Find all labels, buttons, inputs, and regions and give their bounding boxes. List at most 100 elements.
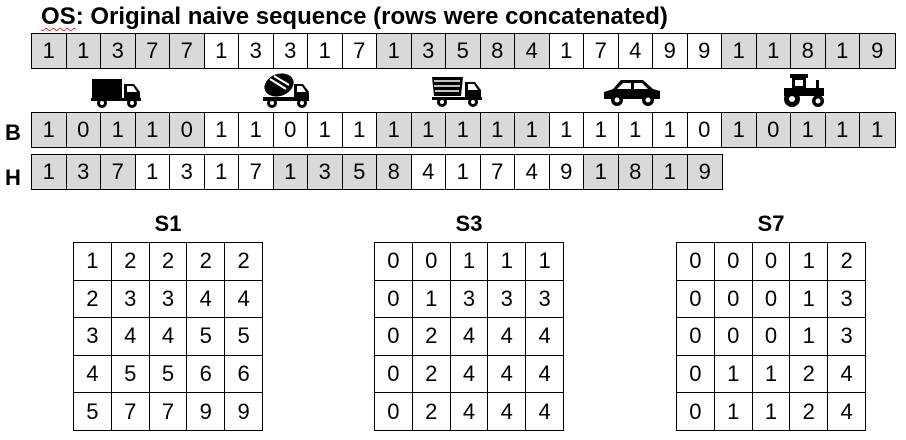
grid-cell: 4 bbox=[187, 280, 226, 319]
title-rest: : Original naive sequence (rows were con… bbox=[75, 3, 668, 30]
b-cell: 1 bbox=[480, 113, 515, 147]
os-cell: 1 bbox=[32, 34, 67, 68]
grid-cell: 0 bbox=[412, 243, 451, 281]
os-cell: 1 bbox=[756, 34, 791, 68]
grid-cell: 0 bbox=[375, 280, 413, 319]
grid-cell: 4 bbox=[111, 318, 150, 356]
h-cell: 1 bbox=[205, 155, 239, 189]
grid-cell: 3 bbox=[828, 318, 866, 356]
h-cell: 5 bbox=[342, 155, 377, 189]
os-cell: 7 bbox=[135, 34, 170, 68]
os-cell: 3 bbox=[411, 34, 446, 68]
grid-cell: 4 bbox=[526, 355, 564, 394]
grid-cell: 3 bbox=[526, 280, 564, 319]
grid-cell: 3 bbox=[149, 280, 188, 319]
b-cell: 1 bbox=[446, 113, 481, 147]
grid-cell: 5 bbox=[187, 318, 226, 356]
grid-cell: 5 bbox=[74, 393, 112, 431]
grid-cell: 2 bbox=[828, 243, 866, 281]
grid-cell: 0 bbox=[714, 243, 753, 281]
grid-cell: 4 bbox=[828, 355, 866, 394]
h-cell: 8 bbox=[618, 155, 653, 189]
car-icon bbox=[601, 77, 663, 112]
grid-cell: 1 bbox=[790, 280, 829, 319]
grid-cell: 4 bbox=[488, 393, 527, 431]
os-cell: 1 bbox=[722, 34, 757, 68]
os-cell: 9 bbox=[860, 34, 895, 68]
b-cell: 1 bbox=[377, 113, 412, 147]
grid-title-s7: S7 bbox=[757, 211, 785, 236]
grid-cell: 5 bbox=[225, 318, 263, 356]
grid-cell: 6 bbox=[225, 355, 263, 394]
grid-cell: 0 bbox=[714, 318, 753, 356]
h-cell: 4 bbox=[412, 155, 446, 189]
grid-cell: 1 bbox=[790, 318, 829, 356]
os-cell: 3 bbox=[274, 34, 308, 68]
page-title: OS: Original naive sequence (rows were c… bbox=[41, 2, 668, 32]
b-cell: 1 bbox=[550, 113, 584, 147]
row-label-b: B bbox=[5, 120, 21, 145]
dump-truck-icon bbox=[431, 74, 485, 113]
grid-cell: 0 bbox=[752, 280, 791, 319]
grid-cell: 2 bbox=[412, 355, 451, 394]
grid-cell: 0 bbox=[677, 393, 715, 431]
grid-cell: 1 bbox=[450, 243, 489, 281]
grid-cell: 0 bbox=[677, 355, 715, 394]
h-cell: 1 bbox=[32, 155, 67, 189]
h-cell: 3 bbox=[66, 155, 101, 189]
b-cell: 0 bbox=[756, 113, 791, 147]
b-cell: 0 bbox=[170, 113, 205, 147]
b-cell: 1 bbox=[584, 113, 619, 147]
grid-cell: 2 bbox=[412, 318, 451, 356]
grid-cell: 0 bbox=[375, 318, 413, 356]
h-cell: 7 bbox=[239, 155, 274, 189]
b-cell: 1 bbox=[791, 113, 826, 147]
os-cell: 3 bbox=[101, 34, 136, 68]
grid-cell: 4 bbox=[828, 393, 866, 431]
h-cell: 1 bbox=[136, 155, 170, 189]
grid-cell: 2 bbox=[111, 243, 150, 281]
h-cell: 4 bbox=[515, 155, 550, 189]
h-cell: 9 bbox=[550, 155, 584, 189]
h-cell: 9 bbox=[687, 155, 722, 189]
os-cell: 3 bbox=[239, 34, 274, 68]
b-cell: 0 bbox=[66, 113, 101, 147]
os-cell: 1 bbox=[308, 34, 343, 68]
b-cell: 0 bbox=[274, 113, 308, 147]
h-cell: 1 bbox=[446, 155, 481, 189]
b-cell: 1 bbox=[343, 113, 377, 147]
grid-cell: 0 bbox=[375, 355, 413, 394]
grid-cell: 1 bbox=[488, 243, 527, 281]
grid-cell: 6 bbox=[187, 355, 226, 394]
h-cell: 7 bbox=[481, 155, 515, 189]
tractor-icon bbox=[780, 72, 828, 113]
grid-cell: 2 bbox=[225, 243, 263, 281]
grid-cell: 4 bbox=[526, 393, 564, 431]
grid-cell: 1 bbox=[526, 243, 564, 281]
h-cell: 8 bbox=[377, 155, 412, 189]
grid-cell: 9 bbox=[187, 393, 226, 431]
grid-cell: 2 bbox=[149, 243, 188, 281]
grid-title-s1: S1 bbox=[154, 211, 182, 236]
grid-cell: 2 bbox=[74, 280, 112, 319]
b-cell: 0 bbox=[688, 113, 722, 147]
grid-cell: 2 bbox=[790, 355, 829, 394]
grid-cell: 1 bbox=[714, 393, 753, 431]
grid-cell: 0 bbox=[677, 243, 715, 281]
os-cell: 7 bbox=[170, 34, 205, 68]
grid-cell: 1 bbox=[412, 280, 451, 319]
grid-cell: 2 bbox=[412, 393, 451, 431]
cement-mixer-icon bbox=[261, 71, 313, 114]
